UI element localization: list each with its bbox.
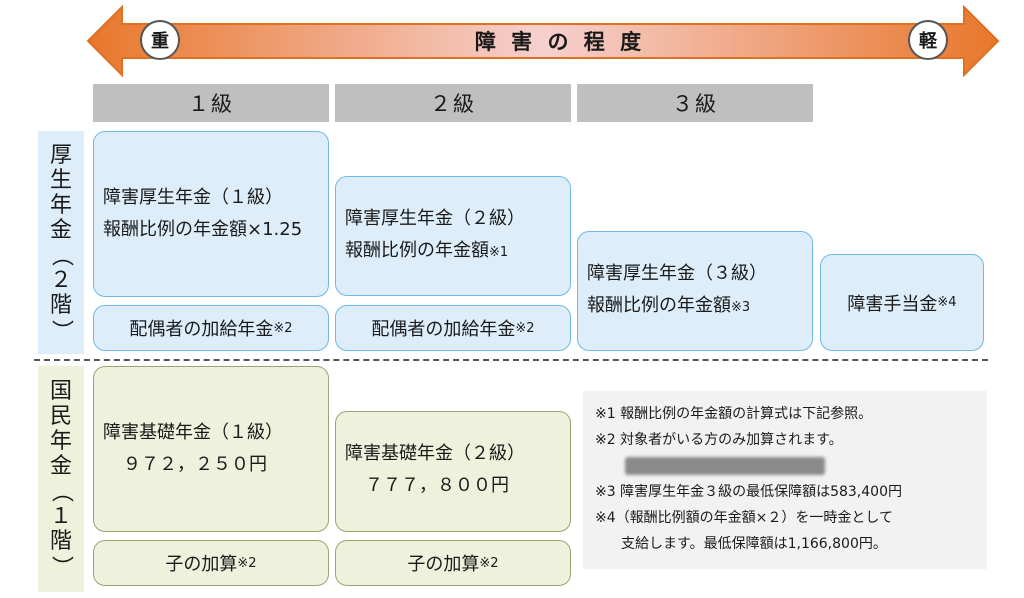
- redacted-line: [595, 453, 977, 479]
- kosei-grade3-box: 障害厚生年金（３級） 報酬比例の年金額※3: [577, 231, 813, 351]
- spouse-addition-mark-1: ※2: [273, 320, 293, 336]
- child-addition-box-1: 子の加算※2: [93, 540, 329, 586]
- severity-light-badge: 軽: [908, 20, 948, 60]
- spouse-addition-box-1: 配偶者の加給年金※2: [93, 305, 329, 351]
- note-2: ※2 対象者がいる方のみ加算されます。: [595, 432, 843, 448]
- grade-header-1: １級: [93, 84, 329, 122]
- grade-header-2: ２級: [335, 84, 571, 122]
- note-3: ※3 障害厚生年金３級の最低保障額は583,400円: [595, 484, 902, 500]
- spouse-addition-label-1: 配偶者の加給年金: [129, 319, 274, 340]
- kosei-grade2-title: 障害厚生年金（２級）: [345, 208, 525, 229]
- kosei-grade2-formula: 報酬比例の年金額: [345, 240, 489, 261]
- child-addition-mark-2: ※2: [479, 555, 499, 571]
- severity-title: 障 害 の 程 度: [474, 30, 646, 54]
- kosei-grade3-note-mark: ※3: [731, 300, 751, 315]
- severity-heavy-badge: 重: [140, 20, 180, 60]
- spouse-addition-label-2: 配偶者の加給年金: [371, 319, 516, 340]
- kosei-grade2-note-mark: ※1: [489, 245, 509, 260]
- disability-allowance-label: 障害手当金: [847, 293, 938, 315]
- kiso-grade1-title: 障害基礎年金（１級）: [103, 422, 283, 443]
- child-addition-label-1: 子の加算: [165, 554, 238, 575]
- kosei-grade1-formula: 報酬比例の年金額×1.25: [103, 219, 303, 240]
- kiso-grade1-box: 障害基礎年金（１級） ９７２，２５０円: [93, 366, 329, 532]
- kiso-grade2-amount: ７７７，８００円: [365, 475, 509, 496]
- kosei-grade3-title: 障害厚生年金（３級）: [587, 263, 767, 284]
- kiso-grade2-title: 障害基礎年金（２級）: [345, 443, 525, 464]
- note-1: ※1 報酬比例の年金額の計算式は下記参照。: [595, 406, 873, 422]
- kosei-grade1-box: 障害厚生年金（１級） 報酬比例の年金額×1.25: [93, 131, 329, 297]
- grade-header-3: ３級: [577, 84, 813, 122]
- child-addition-box-2: 子の加算※2: [335, 540, 571, 586]
- kiso-grade1-amount: ９７２，２５０円: [123, 454, 267, 475]
- section-divider: [34, 359, 988, 361]
- kosei-grade3-formula: 報酬比例の年金額: [587, 295, 731, 316]
- child-addition-mark-1: ※2: [237, 555, 257, 571]
- notes-panel: ※1 報酬比例の年金額の計算式は下記参照。 ※2 対象者がいる方のみ加算されます…: [583, 391, 987, 569]
- kosei-grade2-box: 障害厚生年金（２級） 報酬比例の年金額※1: [335, 176, 571, 296]
- severity-arrow: [86, 4, 1000, 78]
- spouse-addition-mark-2: ※2: [515, 320, 535, 336]
- spouse-addition-box-2: 配偶者の加給年金※2: [335, 305, 571, 351]
- note-4: ※4（報酬比例額の年金額×２）を一時金として: [595, 510, 893, 526]
- child-addition-label-2: 子の加算: [407, 554, 480, 575]
- kiso-grade2-box: 障害基礎年金（２級） ７７７，８００円: [335, 411, 571, 532]
- note-4-continued: 支給します。最低保障額は1,166,800円。: [621, 536, 887, 552]
- kosei-grade1-title: 障害厚生年金（１級）: [103, 187, 283, 208]
- disability-allowance-box: 障害手当金※4: [820, 254, 984, 351]
- disability-allowance-note-mark: ※4: [937, 295, 957, 310]
